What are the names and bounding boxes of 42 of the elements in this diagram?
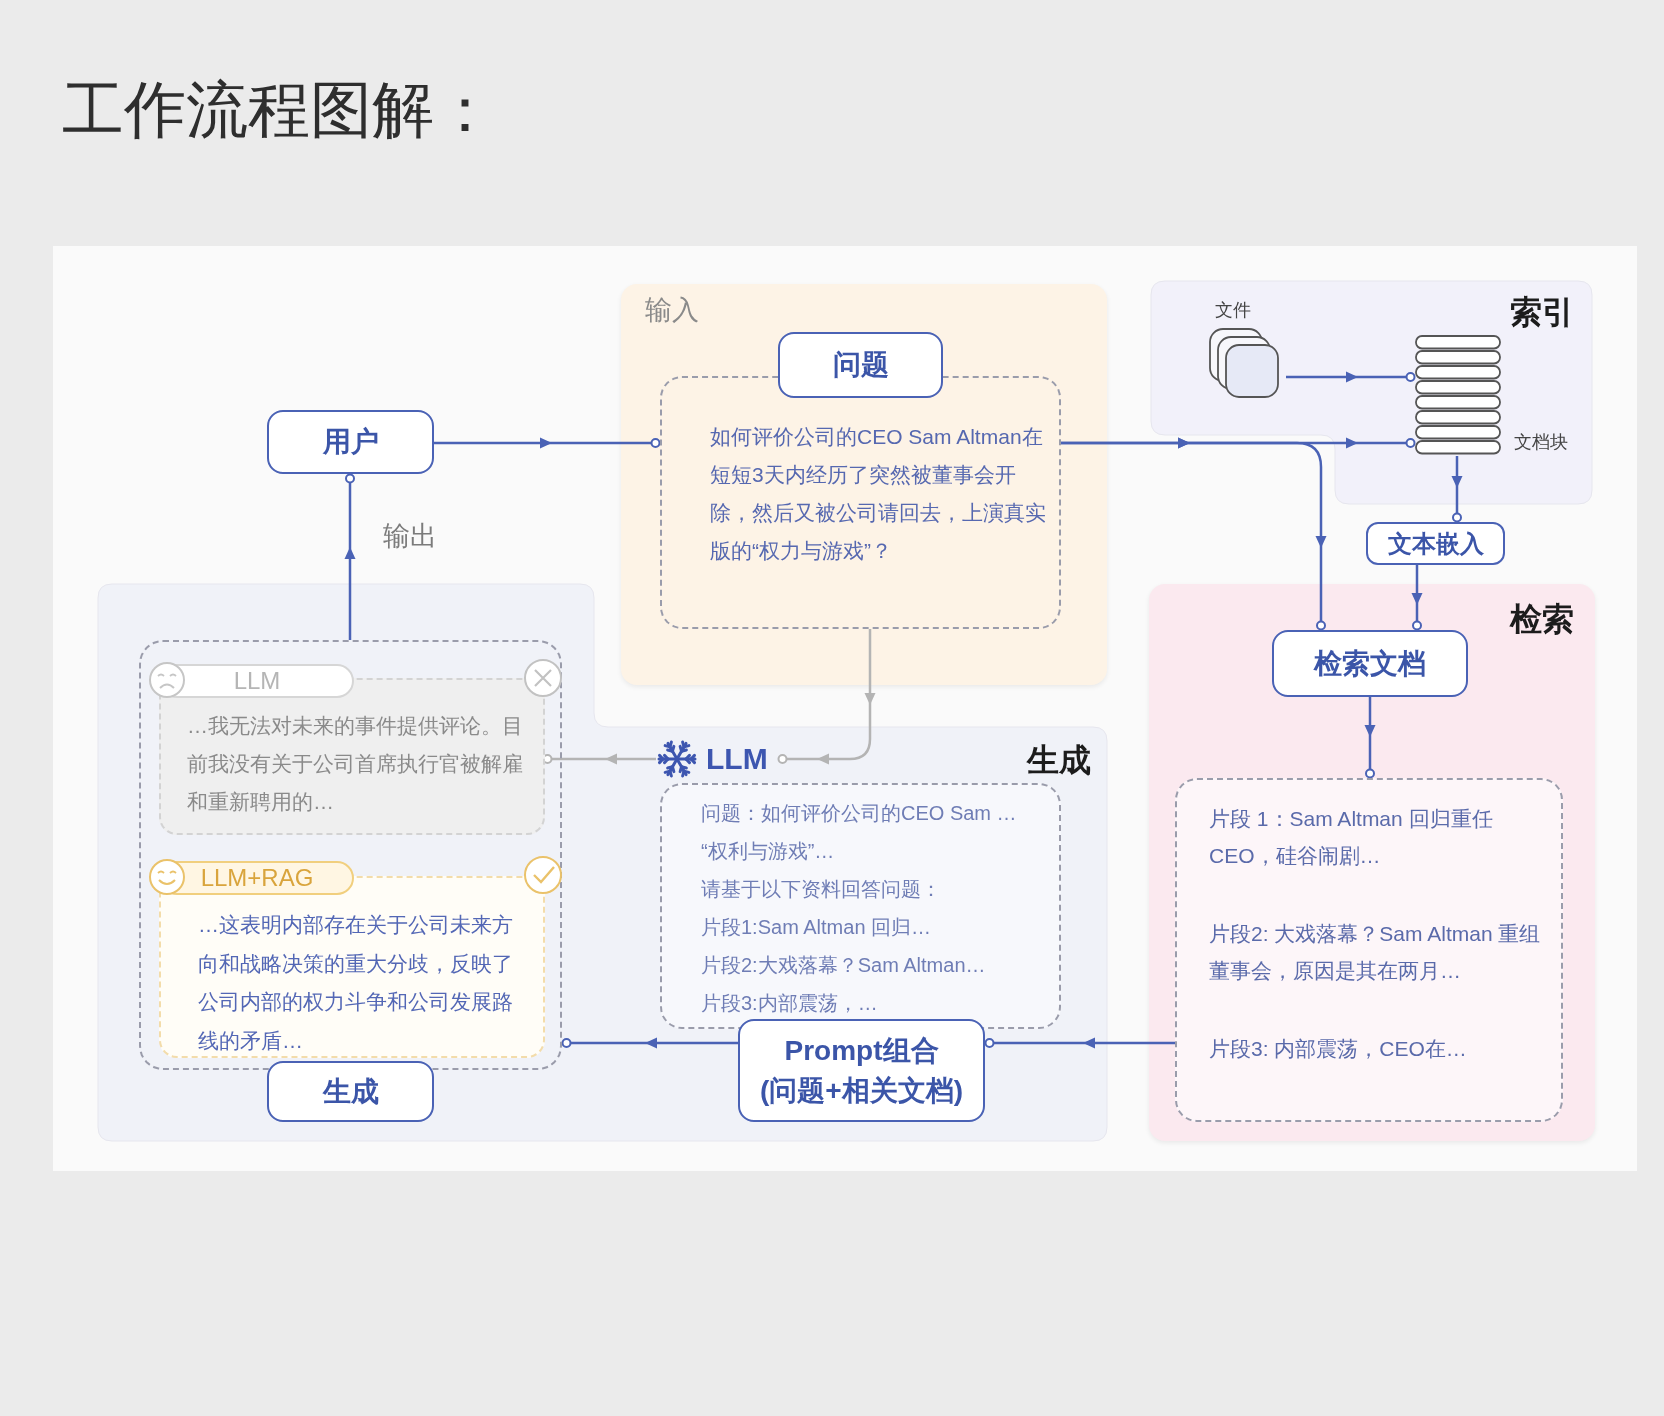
section-panel	[621, 284, 1107, 685]
snippet-panel	[1175, 778, 1563, 1122]
prompt-panel	[660, 783, 1061, 1029]
page-title: 工作流程图解：	[62, 74, 496, 146]
process-box	[738, 1019, 985, 1122]
process-box: 用户	[267, 410, 434, 474]
section-title: 输入	[645, 294, 699, 327]
section-title: 检索	[1510, 600, 1574, 639]
arrow	[434, 436, 661, 450]
arrow	[561, 1036, 738, 1050]
arrow	[1410, 565, 1424, 631]
arrow	[343, 473, 357, 640]
arrow	[1450, 456, 1464, 523]
icon-caption: 文件	[1215, 299, 1251, 322]
process-box: 生成	[267, 1061, 434, 1122]
arrow	[542, 752, 656, 766]
prompt-text: 片段3:内部震荡，…	[701, 991, 879, 1016]
dashed-frame	[139, 640, 562, 1070]
answer-text: …这表明内部存在关于公司未来方向和战略决策的重大分歧，反映了公司内部的权力斗争和公司发展路线的矛盾…	[198, 912, 514, 1054]
arrow	[1286, 370, 1416, 384]
section-panel	[1149, 584, 1595, 1141]
arrow	[1061, 437, 1328, 631]
section-title: 索引	[1510, 293, 1574, 332]
process-box: 问题	[778, 332, 943, 398]
process-box: 检索文档	[1272, 630, 1468, 697]
snippet-text: 片段2: 大戏落幕？Sam Altman 重组董事会，原因是其在两月…	[1209, 921, 1542, 984]
prompt-text: 问题：如何评价公司的CEO Sam … “权利与游戏”…	[701, 801, 1018, 864]
arrow	[1363, 697, 1377, 779]
process-box: 文本嵌入	[1366, 522, 1505, 565]
snippet-text: 片段3: 内部震荡，CEO在…	[1209, 1036, 1468, 1062]
snippet-text: 片段 1：Sam Altman 回归重任CEO，硅谷闹剧…	[1209, 806, 1494, 869]
answer-text: …我无法对未来的事件提供评论。目前我没有关于公司首席执行官被解雇和重新聘用的…	[187, 713, 524, 815]
prompt-text: 片段2:大戏落幕？Sam Altman…	[701, 953, 987, 978]
node-label: (问题+相关文档)	[760, 1073, 963, 1108]
prompt-text: 片段1:Sam Altman 回归…	[701, 915, 933, 940]
prompt-text: 请基于以下资料回答问题：	[701, 877, 942, 902]
node-label: Prompt组合	[784, 1034, 939, 1069]
section-title: 生成	[1027, 741, 1091, 780]
arrow	[984, 1036, 1175, 1050]
model-label: LLM	[706, 741, 768, 777]
icon-caption: 文档块	[1514, 431, 1568, 454]
arrow	[777, 629, 876, 766]
